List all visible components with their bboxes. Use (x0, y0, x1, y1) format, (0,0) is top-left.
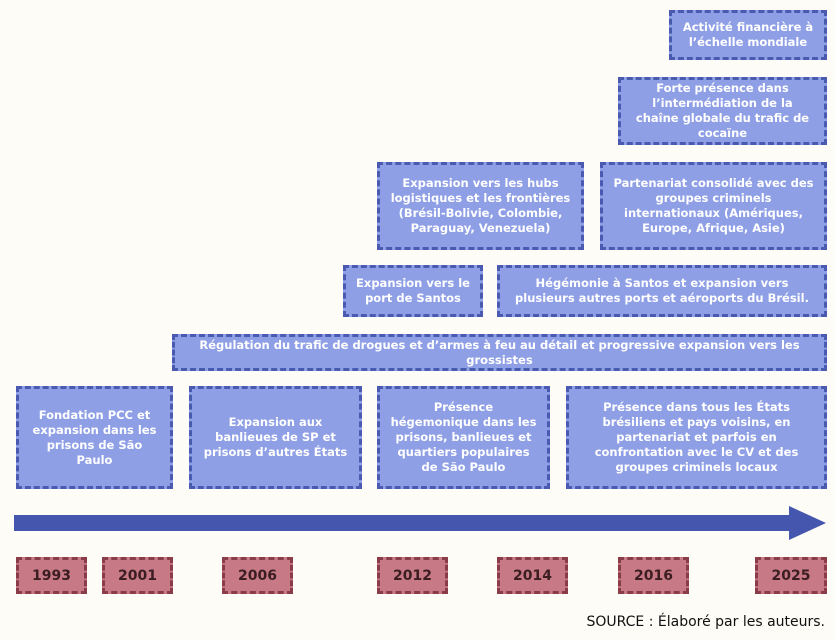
year-1993: 1993 (16, 557, 87, 594)
box-partenariat-consolide: Partenariat consolidé avec des groupes c… (600, 162, 827, 250)
box-presence-hegemonique: Présence hégemonique dans les prisons, b… (377, 386, 550, 489)
year-2025: 2025 (755, 557, 827, 594)
year-2001: 2001 (102, 557, 173, 594)
box-expansion-banlieues: Expansion aux banlieues de SP et prisons… (189, 386, 362, 489)
box-activite-financiere: Activité financière à l’échelle mondiale (669, 10, 827, 60)
box-fondation-pcc: Fondation PCC et expansion dans les pris… (16, 386, 173, 489)
box-presence-tous-etats: Présence dans tous les États brésiliens … (566, 386, 827, 489)
box-forte-presence: Forte présence dans l’intermédiation de … (618, 77, 827, 145)
year-2016: 2016 (618, 557, 689, 594)
year-2012: 2012 (377, 557, 448, 594)
timeline-arrow (14, 506, 826, 540)
box-expansion-hubs: Expansion vers les hubs logistiques et l… (377, 162, 584, 250)
box-regulation-trafic: Régulation du trafic de drogues et d’arm… (172, 334, 827, 371)
timeline-arrow-shaft (14, 515, 794, 531)
box-expansion-santos: Expansion vers le port de Santos (343, 265, 483, 317)
timeline-arrow-head (789, 506, 826, 540)
box-hegemonie-santos: Hégémonie à Santos et expansion vers plu… (497, 265, 827, 317)
year-2014: 2014 (497, 557, 568, 594)
source-caption: SOURCE : Élaboré par les auteurs. (586, 614, 825, 630)
year-2006: 2006 (222, 557, 293, 594)
